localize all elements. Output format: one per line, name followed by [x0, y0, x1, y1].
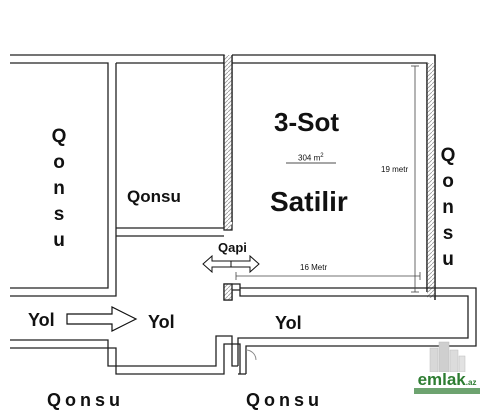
left-neighbor-letter: s: [53, 204, 65, 225]
width-dimension-label: 16 Metr: [300, 263, 328, 272]
plot-area-value: 304 m: [298, 153, 321, 163]
logo-underline: [414, 388, 480, 394]
emlak-logo: emlak.az: [414, 340, 480, 412]
gate-label: Qapi: [218, 240, 247, 255]
left-neighbor-letter: u: [53, 230, 65, 251]
right-neighbor-letter: n: [442, 197, 454, 218]
plot-status: Satilir: [270, 186, 348, 217]
road-label-3: Yol: [275, 313, 302, 333]
right-neighbor-letter: u: [442, 249, 454, 270]
plot-area-label: 304 m2: [298, 153, 324, 163]
top-boundary-wall: [10, 54, 225, 280]
road-label-1: Yol: [28, 310, 55, 330]
right-neighbor-letter: o: [442, 171, 454, 192]
left-neighbor-letter: o: [53, 152, 65, 173]
logo-suffix: .az: [465, 378, 477, 387]
inner-neighbor-label: Qonsu: [127, 187, 181, 206]
bottom-left-neighbor-label: Qonsu: [47, 390, 124, 410]
left-neighbor-letter: Q: [51, 126, 67, 147]
left-neighbor-letter: n: [53, 178, 65, 199]
right-neighbor-letter: Q: [440, 145, 456, 166]
depth-dimension-label: 19 metr: [381, 165, 409, 174]
plot-title: 3-Sot: [274, 107, 339, 137]
right-neighbor-letter: s: [442, 223, 454, 244]
logo-text: emlak.az: [414, 370, 480, 390]
road-arrow: [66, 306, 138, 332]
road-label-2: Yol: [148, 312, 175, 332]
plot-area-unit-sup: 2: [320, 153, 324, 159]
road-walls: [10, 280, 117, 297]
left-neighbor-vertical: Q o n s u: [47, 124, 71, 254]
inner-neighbor-walls: [115, 63, 224, 280]
right-neighbor-vertical: Q o n s u: [436, 143, 460, 273]
gate-arrow: [202, 254, 260, 274]
bottom-right-neighbor-label: Qonsu: [246, 390, 323, 410]
building-icon: [429, 341, 466, 373]
logo-brand: emlak: [417, 370, 466, 389]
